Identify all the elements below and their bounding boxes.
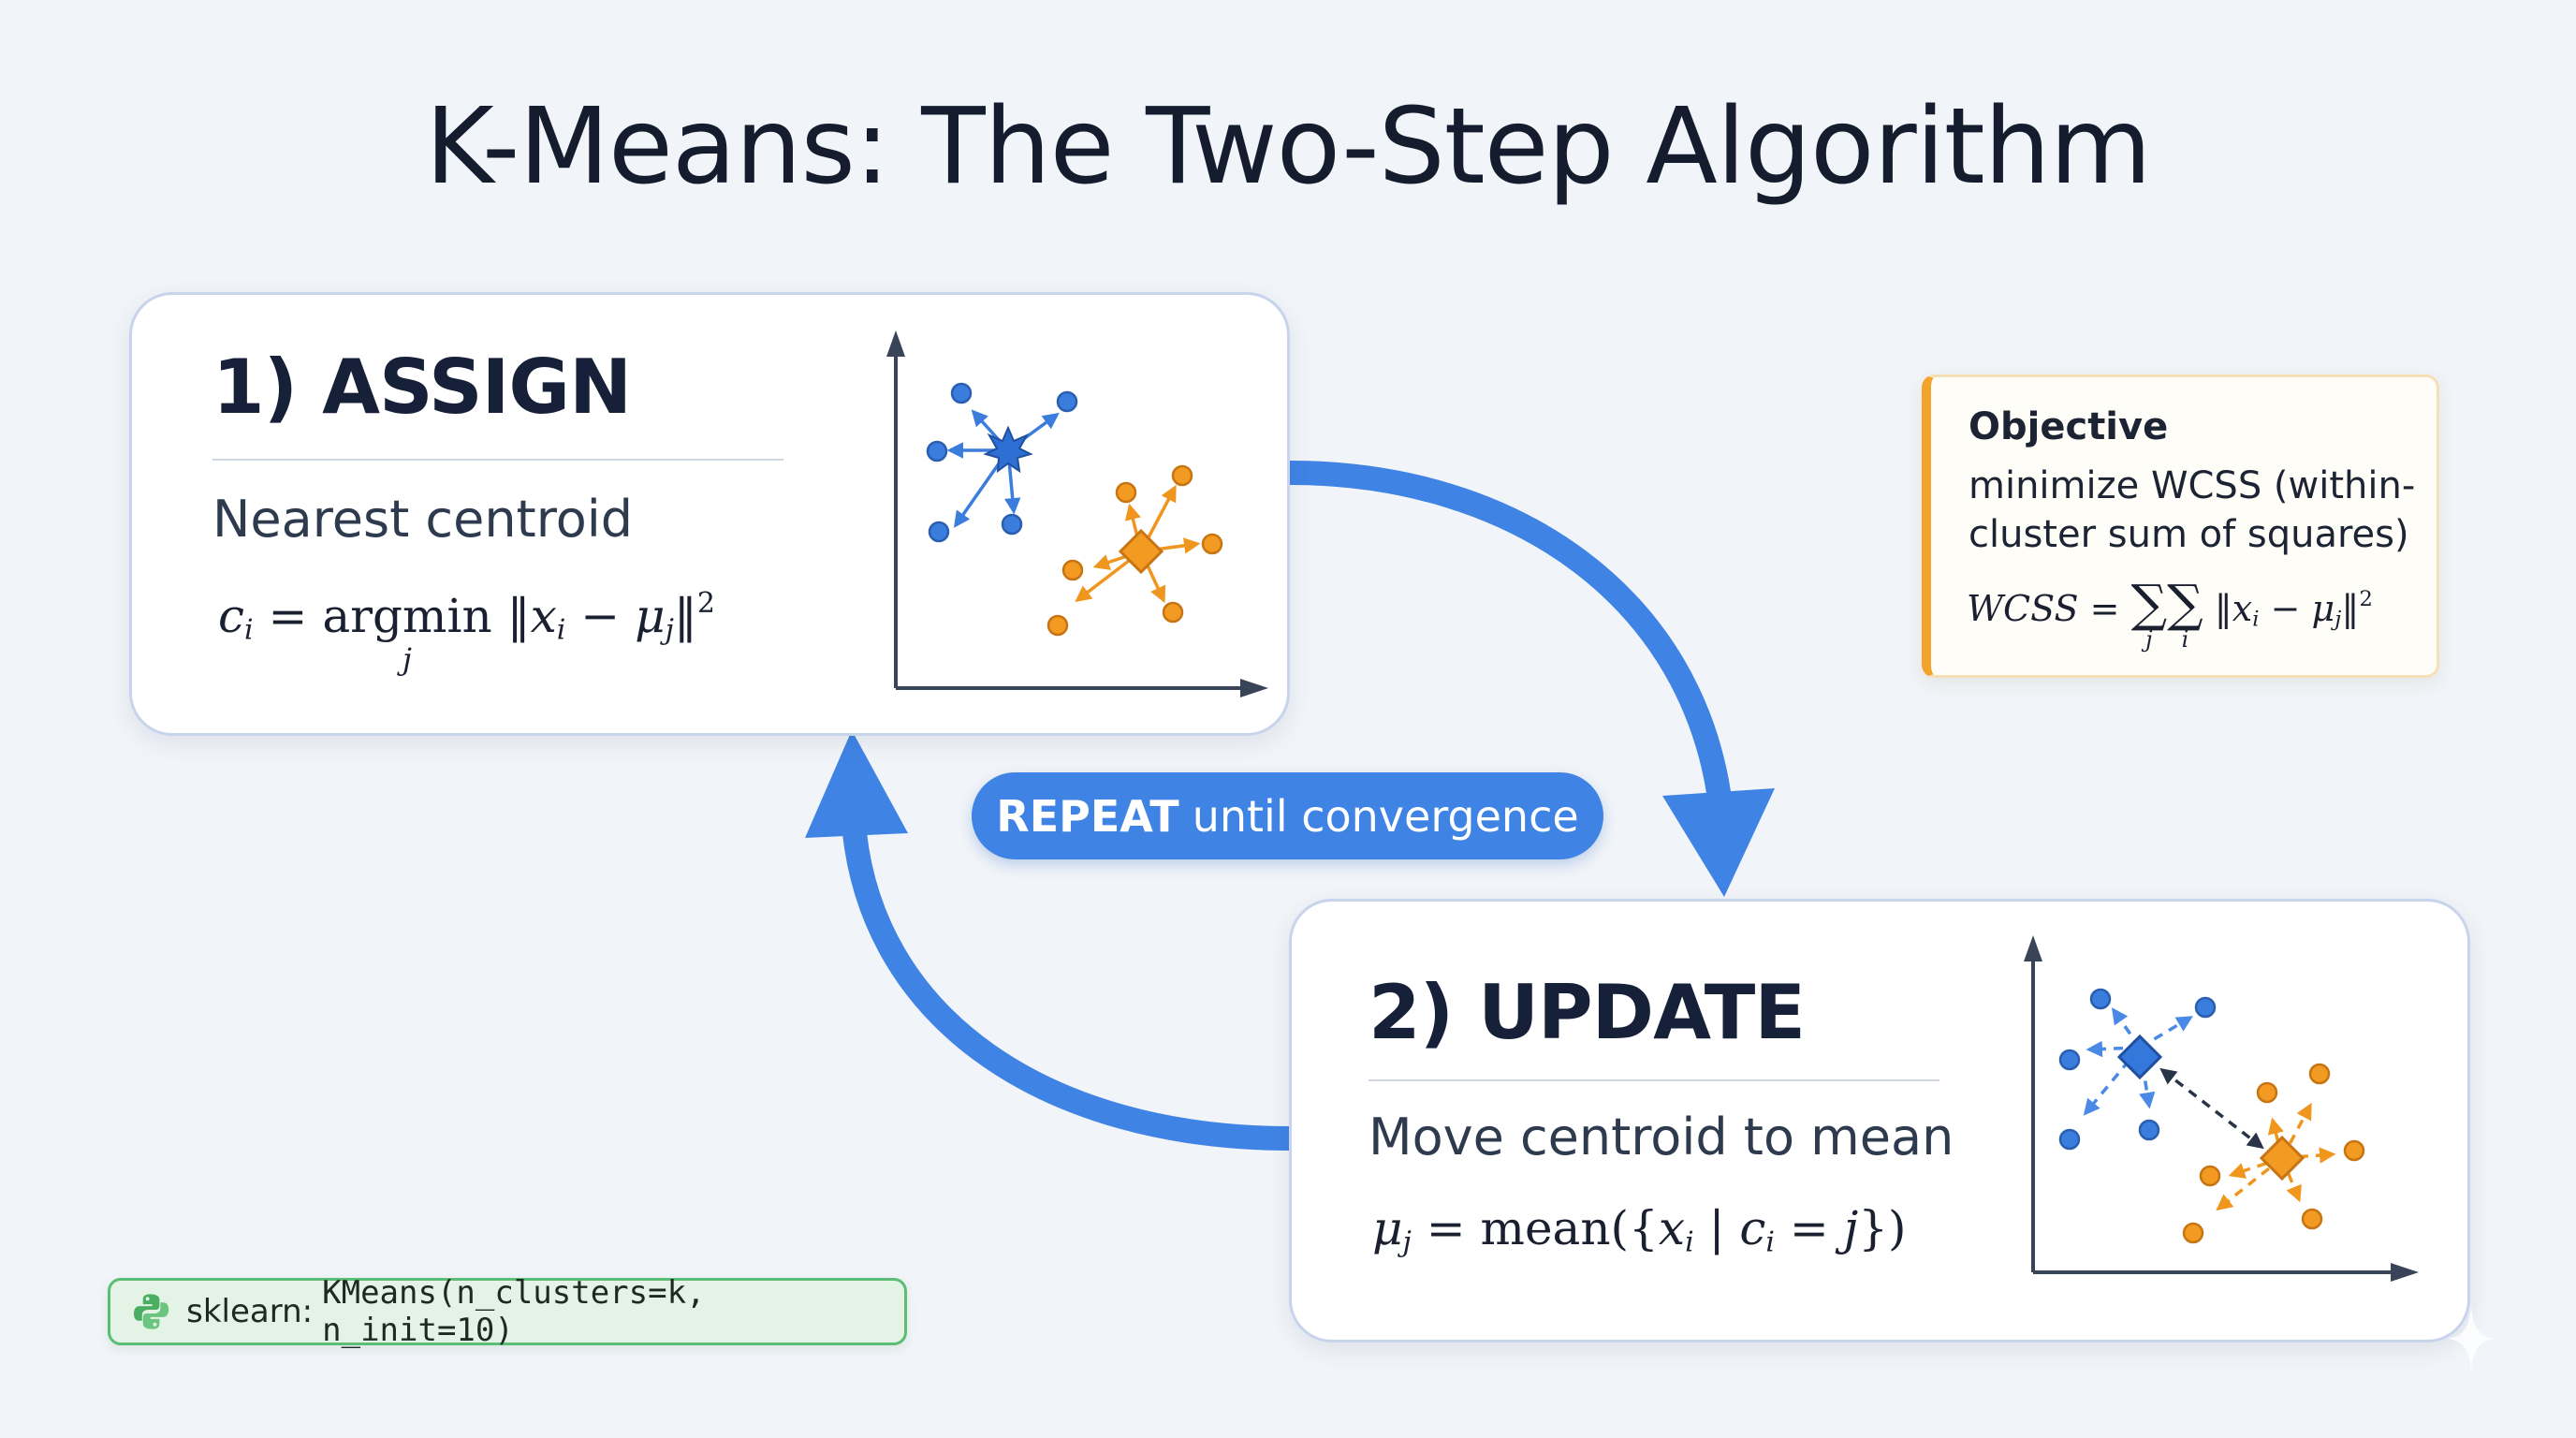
page-title: K-Means: The Two-Step Algorithm [425,86,2151,208]
arrow-assign-to-update [1289,461,1733,807]
formula-norm-open: ‖ [2214,588,2232,629]
formula-eq: = [1426,1201,1466,1255]
orange-points [1046,464,1223,637]
formula-x: x [2232,588,2253,629]
formula-sub: i [1685,1225,1694,1259]
formula-j: j [1843,1201,1859,1255]
x-axis-arrow-icon [2391,1263,2419,1282]
formula-x: x [1658,1201,1686,1255]
formula-norm-close: ‖ [673,589,697,643]
objective-description: minimize WCSS (within-cluster sum of squ… [1969,464,2416,556]
formula-power: 2 [696,587,716,620]
formula-open: ({ [1610,1201,1659,1255]
assign-card: 1) ASSIGN Nearest centroid ci = argmin j… [129,292,1290,736]
blue-centroid-star-icon [983,425,1033,474]
update-scatter-plot [2024,935,2419,1282]
arrow-update-to-assign [842,822,1291,1151]
orange-points [2182,1063,2365,1244]
formula-norm-open: ‖ [506,589,531,643]
arrowhead-up-icon [805,730,908,838]
update-formula: μj = mean({xi | ci = j}) [1372,1201,1907,1259]
formula-sub: i [556,613,566,647]
formula-mu: μ [635,589,666,643]
sklearn-badge: sklearn: KMeans(n_clusters=k, n_init=10) [108,1274,907,1349]
assign-formula: ci = argmin j ‖xi − μj‖2 [218,587,716,677]
formula-mu: μ [2311,588,2335,629]
sklearn-code: KMeans(n_clusters=k, n_init=10) [322,1274,706,1349]
centroid-shift-arrow [2159,1067,2264,1150]
formula-mean: mean [1480,1201,1611,1255]
formula-c: c [218,589,245,643]
update-title: 2) UPDATE [1368,969,1806,1056]
sum-sub-j: j [2145,626,2153,653]
sigma-icon: ∑ [2130,574,2168,633]
formula-mu: μ [1372,1201,1403,1255]
formula-sub: i [2252,607,2260,632]
formula-sub: i [244,613,254,647]
sklearn-label: sklearn: [186,1293,314,1330]
formula-x: x [530,589,557,643]
y-axis-arrow-icon [886,330,905,357]
blue-points [926,382,1078,543]
update-subtitle: Move centroid to mean [1368,1108,1954,1167]
assign-subtitle: Nearest centroid [212,490,634,549]
repeat-bold: REPEAT [996,790,1179,842]
formula-c: c [1739,1201,1766,1255]
python-icon [133,1294,169,1329]
sum-sub-i: i [2181,626,2189,653]
formula-sub: j [1402,1225,1412,1259]
x-axis-arrow-icon [1240,679,1268,697]
formula-wcss: WCSS [1967,588,2079,629]
formula-eq: = [1789,1201,1829,1255]
wcss-formula: WCSS = ∑ j ∑ i ‖xi − μj‖2 [1967,574,2373,653]
sigma-icon: ∑ [2167,574,2203,633]
arrowhead-down-icon [1662,788,1775,897]
formula-sub: i [1765,1225,1775,1259]
formula-power: 2 [2359,587,2373,612]
formula-eq: = [268,589,308,643]
assign-scatter-plot [886,330,1268,697]
formula-eq: = [2089,588,2120,629]
formula-argmin: argmin [322,589,492,643]
formula-bar: | [1708,1201,1725,1255]
formula-close: }) [1858,1201,1907,1255]
blue-centroid-diamond-icon [2116,1034,2163,1080]
assign-title: 1) ASSIGN [212,344,632,431]
objective-box: Objective minimize WCSS (within-cluster … [1922,374,2439,678]
orange-centroid-diamond-icon [1118,528,1164,575]
y-axis-arrow-icon [2024,935,2042,961]
repeat-badge: REPEAT until convergence [972,772,1603,859]
formula-minus: − [580,589,621,643]
repeat-rest: until convergence [1192,790,1579,842]
assign-divider [212,459,783,461]
formula-sub: j [665,613,674,647]
formula-argmin-sub: j [402,641,412,677]
objective-heading: Objective [1969,405,2169,448]
update-card: 2) UPDATE Move centroid to mean μj = mea… [1289,899,2470,1343]
blue-points [2058,988,2217,1151]
formula-sub: j [2334,607,2342,632]
orange-centroid-diamond-icon [2259,1135,2305,1181]
sparkle-icon [2448,1306,2495,1372]
formula-norm-close: ‖ [2341,588,2360,629]
update-divider [1368,1079,1939,1081]
formula-minus: − [2270,588,2301,629]
